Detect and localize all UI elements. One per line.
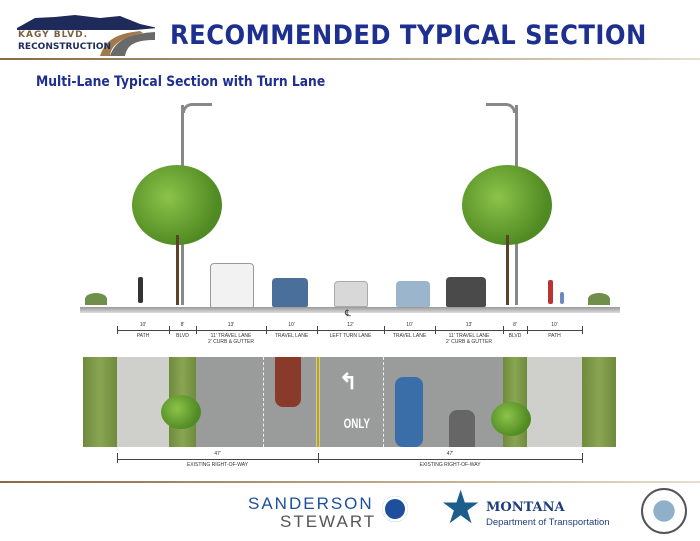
mdt-subtitle: Department of Transportation [486,517,610,528]
segment-width: 10' [406,322,413,328]
segment-label: TRAVEL LANE [260,333,323,339]
segment-label: TRAVEL LANE [378,333,441,339]
car [396,281,430,307]
star-icon: ★ [440,481,482,533]
car [272,278,308,307]
pedestrian [548,280,553,304]
mountain-road-icon [17,15,158,56]
shrub [85,293,107,305]
pickup-truck [446,277,486,307]
grass-strip [582,357,616,447]
globe-icon [380,494,410,524]
segment-width: 12' [347,322,354,328]
tree [132,165,222,245]
grass-strip [83,357,117,447]
street-light-arm [182,103,212,113]
mdt-logo: ★ MONTANA Department of Transportation [440,484,620,536]
segment-width: 10' [139,322,147,328]
row-width: 47' [214,451,221,457]
segment-width: 10' [288,322,295,328]
car-top-view [395,377,423,447]
sanderson-stewart-logo: SANDERSON STEWART [248,490,410,532]
segment-label: LEFT TURN LANE [311,333,390,339]
lane-line [383,357,384,447]
segment-width: 13' [465,322,473,328]
row-width: 47' [446,451,454,457]
mdt-title: MONTANA [486,500,565,515]
dimension-tick [582,326,583,334]
segment-label: PATH [521,333,588,339]
segment-label: BLVD [497,333,533,339]
tree [462,165,552,245]
street-light-arm [486,103,516,113]
tree-top-view [491,402,531,436]
shrub [588,293,610,305]
segment-label: PATH [111,333,175,339]
footer-divider [0,481,700,483]
child [560,292,564,304]
pedestrian [138,277,143,303]
car-top-view [275,357,301,407]
dimension-tick [117,453,118,463]
dimension-tick [582,453,583,463]
row-label: EXISTING RIGHT-OF-WAY [419,462,481,468]
cross-section-elevation: ℄ [80,95,620,320]
segment-width: 10' [551,322,558,328]
segment-label-line1: LEFT TURN LANE [329,333,372,339]
centerline-symbol: ℄ [345,308,351,318]
truck [210,263,254,308]
segment-width: 8' [180,322,185,328]
segment-label-line1: 11' TRAVEL LANE [448,333,490,339]
yellow-median-line [316,357,320,447]
segment-width: 8' [513,322,517,328]
section-subtitle: Multi-Lane Typical Section with Turn Lan… [36,74,326,90]
stewart-text: STEWART [280,512,377,531]
path-left [117,357,169,447]
segment-label-line1: BLVD [508,333,522,339]
path-right [527,357,582,447]
segment-label-line1: TRAVEL LANE [392,333,427,339]
ground-line [80,307,620,313]
tree-trunk [176,235,179,305]
dimension-line [117,330,582,331]
dimension-tick [318,453,319,463]
tree-trunk [506,235,509,305]
segment-width: 13' [227,322,235,328]
segment-label-line2: 2' CURB & GUTTER [208,339,254,345]
dimension-line [117,459,582,460]
car [334,281,368,307]
sanderson-text: SANDERSON [248,494,374,513]
car-top-view [449,410,475,447]
plan-view: ↰ ONLY [83,357,616,447]
right-of-way-row: 47' EXISTING RIGHT-OF-WAY 47' EXISTING RIGH… [0,451,700,471]
kagy-logo: KAGY BLVD. RECONSTRUCTION [15,12,158,56]
segment-label-line2: 2' CURB & GUTTER [446,339,492,345]
page-title: RECOMMENDED TYPICAL SECTION [170,20,647,51]
segment-label-line1: PATH [136,333,150,339]
segment-label-line1: BLVD [176,333,189,339]
left-turn-arrow-icon: ↰ [339,369,358,394]
segment-label-line1: 11' TRAVEL LANE [210,333,252,339]
segment-label: BLVD [163,333,202,339]
segment-label-line1: TRAVEL LANE [274,333,309,339]
only-marking: ONLY [343,415,370,431]
segment-label-line1: PATH [548,333,561,339]
tree-top-view [161,395,201,429]
logo-line2: RECONSTRUCTION [18,42,112,52]
header-divider [0,58,700,60]
logo-line1: KAGY BLVD. [18,30,88,40]
city-seal [641,488,687,534]
lane-line [263,357,264,447]
row-label: EXISTING RIGHT-OF-WAY [186,462,249,468]
